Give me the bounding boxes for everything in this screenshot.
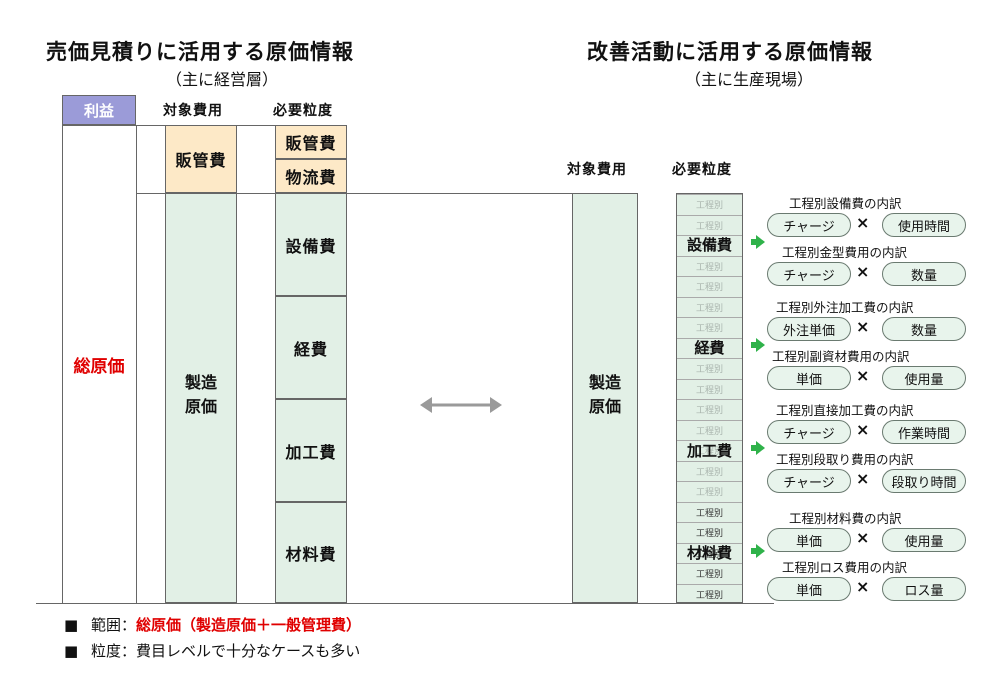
detail-label: 工程別金型費用の内訳 (782, 245, 908, 260)
bullet-icon: ■ (64, 616, 79, 634)
multiply-icon: × (856, 528, 870, 547)
granularity-value: 費目レベルで十分なケースも多い (135, 642, 361, 660)
factor-b-pill: 使用量 (882, 528, 966, 552)
right-mfg-cost-box: 製造原価 (572, 193, 638, 603)
category-equipment-label: 設備費 (686, 236, 732, 254)
range-note: ■ 範囲：総原価（製造原価＋一般管理費） (64, 614, 361, 635)
right-subtitle: （主に生産現場） (685, 70, 814, 89)
multiply-icon: × (856, 469, 870, 488)
category-processing-label: 加工費 (686, 442, 732, 460)
left-col-target-header: 対象費用 (163, 103, 223, 119)
detail-label: 工程別ロス費用の内訳 (782, 560, 908, 575)
granular-expense-box: 経費 (275, 296, 347, 399)
process-sub-cell: 工程別 (677, 501, 742, 523)
process-sub-cell: 工程別 (677, 337, 742, 359)
frame-line-2 (136, 125, 137, 603)
multiply-icon: × (856, 577, 870, 596)
bidirectional-arrow-icon (420, 397, 502, 413)
factor-a-pill: チャージ (767, 262, 851, 286)
process-sub-cell: 工程別 (677, 481, 742, 502)
left-mfg-cost-box: 製造原価 (165, 193, 237, 603)
process-sub-cell: 工程別 (677, 317, 742, 338)
detail-label: 工程別副資材費用の内訳 (772, 349, 910, 364)
process-sub-cell: 工程別 (677, 460, 742, 482)
factor-b-pill: 数量 (882, 262, 966, 286)
range-label: 範囲： (90, 616, 136, 634)
multiply-icon: × (856, 262, 870, 281)
multiply-icon: × (856, 213, 870, 232)
bullet-icon: ■ (64, 642, 79, 660)
detail-label: 工程別外注加工費の内訳 (776, 300, 914, 315)
left-title: 売価見積りに活用する原価情報 (46, 40, 354, 64)
range-value: 総原価（製造原価＋一般管理費） (135, 616, 361, 634)
granular-processing-box: 加工費 (275, 399, 347, 502)
factor-b-pill: ロス量 (882, 577, 966, 601)
green-arrow-icon (751, 338, 765, 352)
frame-mid-line (136, 193, 572, 194)
right-col-granularity-header: 必要粒度 (672, 162, 732, 178)
detail-label: 工程別材料費の内訳 (789, 511, 902, 526)
process-sub-cell: 工程別 (677, 296, 742, 318)
left-col-granularity-header: 必要粒度 (273, 103, 333, 119)
process-sub-cell: 工程別 (677, 214, 742, 236)
profit-label: 利益 (62, 95, 136, 125)
factor-a-pill: チャージ (767, 420, 851, 444)
process-sub-cell: 工程別 (677, 255, 742, 277)
factor-b-pill: 作業時間 (882, 420, 966, 444)
multiply-icon: × (856, 420, 870, 439)
green-arrow-icon (751, 544, 765, 558)
process-sub-cell: 工程別 (677, 358, 742, 379)
right-title: 改善活動に活用する原価情報 (587, 40, 873, 64)
multiply-icon: × (856, 317, 870, 336)
factor-b-pill: 数量 (882, 317, 966, 341)
sga-box: 販管費 (165, 125, 237, 193)
factor-b-pill: 使用量 (882, 366, 966, 390)
granular-logistics-box: 物流費 (275, 159, 347, 193)
process-sub-cell: 工程別 (677, 440, 742, 461)
process-column: 工程別工程別工程別工程別工程別工程別工程別工程別工程別工程別工程別工程別工程別工… (676, 193, 743, 603)
process-sub-cell: 工程別 (677, 276, 742, 297)
total-cost-label: 総原価 (73, 357, 125, 377)
factor-a-pill: 単価 (767, 577, 851, 601)
frame-bottom-line (36, 603, 774, 604)
detail-label: 工程別設備費の内訳 (789, 196, 902, 211)
category-material-label: 材料費 (686, 544, 732, 562)
factor-a-pill: 単価 (767, 528, 851, 552)
green-arrow-icon (751, 441, 765, 455)
granularity-note: ■ 粒度：費目レベルで十分なケースも多い (64, 640, 360, 661)
granularity-label: 粒度： (90, 642, 136, 660)
process-sub-cell: 工程別 (677, 522, 742, 543)
detail-label: 工程別直接加工費の内訳 (776, 403, 914, 418)
factor-b-pill: 段取り時間 (882, 469, 966, 493)
process-sub-cell: 工程別 (677, 583, 742, 605)
granular-material-box: 材料費 (275, 502, 347, 603)
multiply-icon: × (856, 366, 870, 385)
frame-left-line (62, 125, 63, 603)
factor-a-pill: 外注単価 (767, 317, 851, 341)
process-sub-cell: 工程別 (677, 378, 742, 400)
process-sub-cell: 工程別 (677, 419, 742, 441)
right-col-target-header: 対象費用 (567, 162, 627, 178)
left-mfg-cost-label: 製造原価 (184, 373, 217, 416)
left-subtitle: （主に経営層） (166, 70, 279, 89)
factor-a-pill: チャージ (767, 213, 851, 237)
detail-label: 工程別段取り費用の内訳 (776, 452, 914, 467)
granular-equipment-box: 設備費 (275, 193, 347, 296)
factor-a-pill: 単価 (767, 366, 851, 390)
process-sub-cell: 工程別 (677, 542, 742, 564)
process-sub-cell: 工程別 (677, 563, 742, 584)
process-sub-cell: 工程別 (677, 194, 742, 215)
process-sub-cell: 工程別 (677, 235, 742, 256)
factor-a-pill: チャージ (767, 469, 851, 493)
granular-sga-box: 販管費 (275, 125, 347, 159)
green-arrow-icon (751, 235, 765, 249)
factor-b-pill: 使用時間 (882, 213, 966, 237)
category-expense-label: 経費 (694, 339, 725, 357)
right-mfg-cost-label: 製造原価 (588, 373, 621, 416)
process-sub-cell: 工程別 (677, 399, 742, 420)
